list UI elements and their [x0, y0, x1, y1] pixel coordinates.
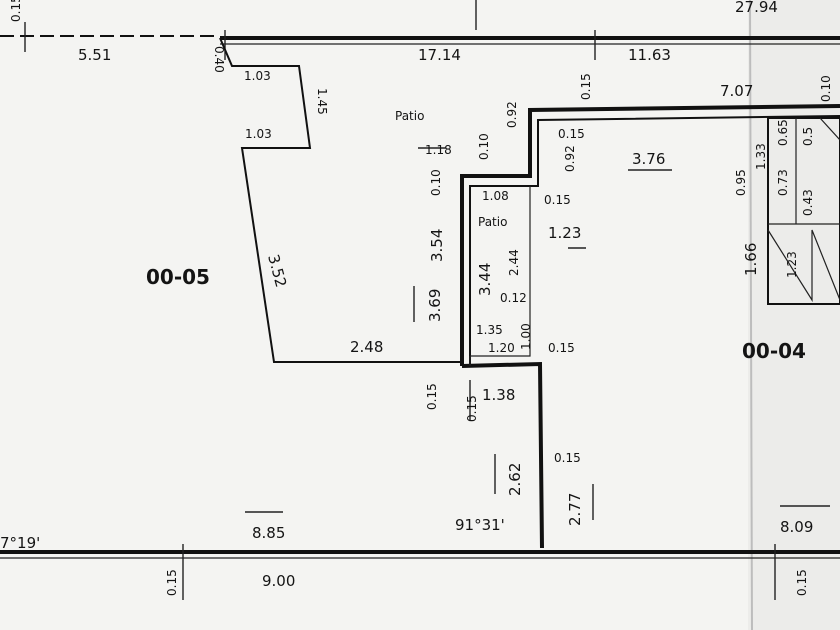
dim-344: 3.44: [476, 263, 494, 296]
dim-123r: 1.23: [785, 251, 799, 278]
dim-100: 1.00: [519, 323, 533, 350]
patio-inner-line: [470, 186, 531, 357]
patio-outer-wall: [460, 104, 840, 366]
dim-010: 0.10: [477, 133, 491, 160]
dim-065: 0.65: [776, 119, 790, 146]
dim-108: 1.08: [482, 189, 509, 203]
dim-354: 3.54: [428, 229, 446, 262]
dim-top-015: 0.15: [9, 0, 23, 22]
dim-135: 1.35: [476, 323, 503, 337]
dim-015c: 0.15: [544, 193, 571, 207]
unit-label-0004: 00-04: [742, 339, 806, 363]
dim-05: 0.5: [801, 127, 815, 146]
dim-707: 7.07: [720, 82, 753, 100]
dim-043: 0.43: [801, 189, 815, 216]
dim-left-040: 0.40: [212, 46, 226, 73]
dim-010r: 0.10: [819, 75, 833, 102]
dim-015a: 0.15: [558, 127, 585, 141]
dim-145: 1.45: [315, 88, 329, 115]
patio-label-lower: Patio: [478, 215, 507, 229]
dim-885: 8.85: [252, 524, 285, 542]
dim-277: 2.77: [566, 493, 584, 526]
dim-015g: 0.15: [554, 451, 581, 465]
angle-left: 7°19': [0, 534, 40, 552]
angle-right: 91°31': [455, 516, 505, 534]
dim-095: 0.95: [734, 169, 748, 196]
dim-376: 3.76: [632, 150, 665, 168]
dim-015f: 0.15: [465, 395, 479, 422]
dim-133: 1.33: [754, 143, 768, 170]
right-room-diag-top: [819, 117, 840, 141]
dim-103a: 1.03: [244, 69, 271, 83]
dim-092a: 0.92: [505, 101, 519, 128]
dim-092b: 0.92: [563, 145, 577, 172]
dim-top-1163: 11.63: [628, 46, 671, 64]
dim-top-1714: 17.14: [418, 46, 461, 64]
dim-015e: 0.15: [425, 383, 439, 410]
dim-262: 2.62: [506, 463, 524, 496]
dim-809: 8.09: [780, 518, 813, 536]
paper-fold-line: [749, 0, 753, 630]
right-room-diagonals: [767, 229, 840, 303]
dim-top-2794: 27.94: [735, 0, 778, 16]
dim-120: 1.20: [488, 341, 515, 355]
dim-900: 9.00: [262, 572, 295, 590]
unit-0005-outline: [219, 37, 462, 363]
dim-010b: 0.10: [429, 169, 443, 196]
dim-012: 0.12: [500, 291, 527, 305]
dim-369: 3.69: [426, 289, 444, 322]
patio-lower-wall: [461, 361, 544, 549]
dim-248: 2.48: [350, 338, 383, 356]
patio-inner-wall: [469, 115, 840, 364]
right-room-outline: [767, 117, 840, 305]
dim-123: 1.23: [548, 224, 581, 242]
dim-118: 1.18: [425, 143, 452, 157]
dim-103b: 1.03: [245, 127, 272, 141]
dim-top-551: 5.51: [78, 46, 111, 64]
dim-015d: 0.15: [548, 341, 575, 355]
unit-label-0005: 00-05: [146, 265, 210, 289]
dim-138: 1.38: [482, 386, 515, 404]
dim-015i: 0.15: [795, 569, 809, 596]
dim-166: 1.66: [742, 243, 760, 276]
dim-015h: 0.15: [165, 569, 179, 596]
patio-label-upper: Patio: [395, 109, 424, 123]
dim-073: 0.73: [776, 169, 790, 196]
dim-015b: 0.15: [579, 73, 593, 100]
dim-244: 2.44: [507, 249, 521, 276]
